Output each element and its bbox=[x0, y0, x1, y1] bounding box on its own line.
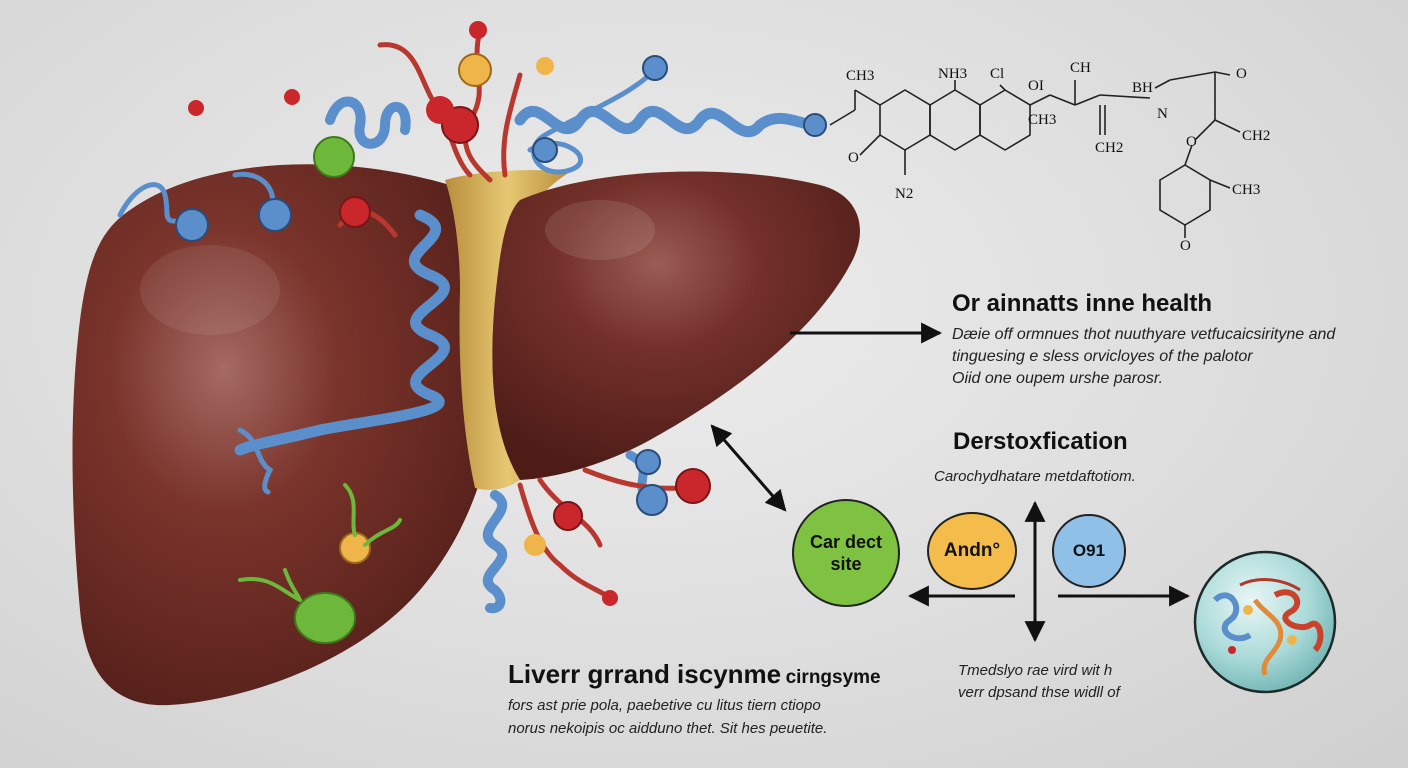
chem-label: CH bbox=[1070, 60, 1091, 76]
bottom-right-text: Tmedslyo rae vird wit h verr dpsand thse… bbox=[958, 660, 1120, 704]
red-node bbox=[426, 96, 454, 124]
green-node bbox=[294, 592, 356, 644]
chem-label: Cl bbox=[990, 66, 1004, 82]
chemical-structure bbox=[829, 71, 1241, 238]
chemical-labels: CH3 NH3 Cl OI CH BH O N CH3 O N2 CH2 CH2… bbox=[846, 60, 1270, 254]
red-node bbox=[602, 590, 618, 606]
helix-bottom bbox=[482, 490, 508, 614]
chem-label: CH2 bbox=[1095, 140, 1123, 156]
health-line-1: Dæie off ormnues thot nuuthyare vetfucai… bbox=[952, 326, 1336, 343]
liver-title: Liverr grrand iscynme bbox=[508, 659, 782, 689]
helix-topleft bbox=[325, 96, 411, 149]
liver-line-2: norus nekoipis oc aidduno thet. Sit hes … bbox=[508, 720, 828, 737]
circle-care-site: Car dect site bbox=[792, 499, 900, 607]
orange-node bbox=[339, 532, 371, 564]
red-node bbox=[284, 89, 300, 105]
green-node bbox=[313, 136, 355, 178]
red-node bbox=[188, 100, 204, 116]
blue-node bbox=[642, 55, 668, 81]
chem-label: O bbox=[848, 150, 859, 166]
blue-node bbox=[635, 449, 661, 475]
chem-label: CH3 bbox=[1028, 112, 1056, 128]
blue-node bbox=[636, 484, 668, 516]
detox-title: Derstoxfication bbox=[953, 428, 1128, 455]
chem-label: O bbox=[1186, 134, 1197, 150]
chem-label: O bbox=[1180, 238, 1191, 254]
enzyme-sphere bbox=[1193, 550, 1337, 694]
bottom-right-line-2: verr dpsand thse widll of bbox=[958, 684, 1120, 701]
circle-o91: O91 bbox=[1052, 514, 1126, 588]
chem-label: O bbox=[1236, 66, 1247, 82]
chem-label: N bbox=[1157, 106, 1168, 122]
chem-label: OI bbox=[1028, 78, 1044, 94]
chem-label: CH2 bbox=[1242, 128, 1270, 144]
liver-title-suffix: cirngsyme bbox=[785, 667, 881, 688]
circle-andn: Andn° bbox=[927, 512, 1017, 590]
liver-right-lobe bbox=[492, 171, 860, 481]
health-line-3: Oiid one oupem urshe parosr. bbox=[952, 370, 1164, 387]
arrow-diagonal bbox=[710, 424, 787, 512]
red-node bbox=[675, 468, 711, 504]
green-branches bbox=[238, 483, 402, 602]
gallbladder bbox=[445, 170, 570, 490]
arrows bbox=[710, 322, 1191, 643]
chem-label: N2 bbox=[895, 186, 913, 202]
liver-line-1: fors ast prie pola, paebetive cu litus t… bbox=[508, 697, 821, 714]
chem-label: NH3 bbox=[938, 66, 967, 82]
helix-loop bbox=[527, 65, 658, 175]
health-body: Dæie off ormnues thot nuuthyare vetfucai… bbox=[952, 324, 1335, 390]
detox-subtitle: Carochydhatare metdaftotiom. bbox=[934, 468, 1136, 485]
liver-body: fors ast prie pola, paebetive cu litus t… bbox=[508, 694, 827, 740]
chem-label: CH3 bbox=[846, 68, 874, 84]
red-node bbox=[553, 501, 583, 531]
helix-center bbox=[234, 209, 450, 456]
orange-node bbox=[524, 534, 546, 556]
orange-node bbox=[536, 57, 554, 75]
health-title: Or ainnatts inne health bbox=[952, 290, 1213, 317]
chem-label: BH bbox=[1132, 80, 1153, 96]
blue-node bbox=[258, 198, 292, 232]
red-node bbox=[339, 196, 371, 228]
blue-node bbox=[803, 113, 827, 137]
chem-label: CH3 bbox=[1232, 182, 1260, 198]
red-node bbox=[469, 21, 487, 39]
bottom-right-line-1: Tmedslyo rae vird wit h bbox=[958, 662, 1113, 679]
molecule-nodes bbox=[175, 21, 827, 644]
health-line-2: tinguesing e sless orvicloyes of the pal… bbox=[952, 348, 1253, 365]
blue-node bbox=[532, 137, 558, 163]
orange-node bbox=[458, 53, 492, 87]
helix-top bbox=[514, 106, 821, 138]
liver-title-row: Liverr grrand iscynme cirngsyme bbox=[508, 659, 881, 690]
blue-node bbox=[175, 208, 209, 242]
